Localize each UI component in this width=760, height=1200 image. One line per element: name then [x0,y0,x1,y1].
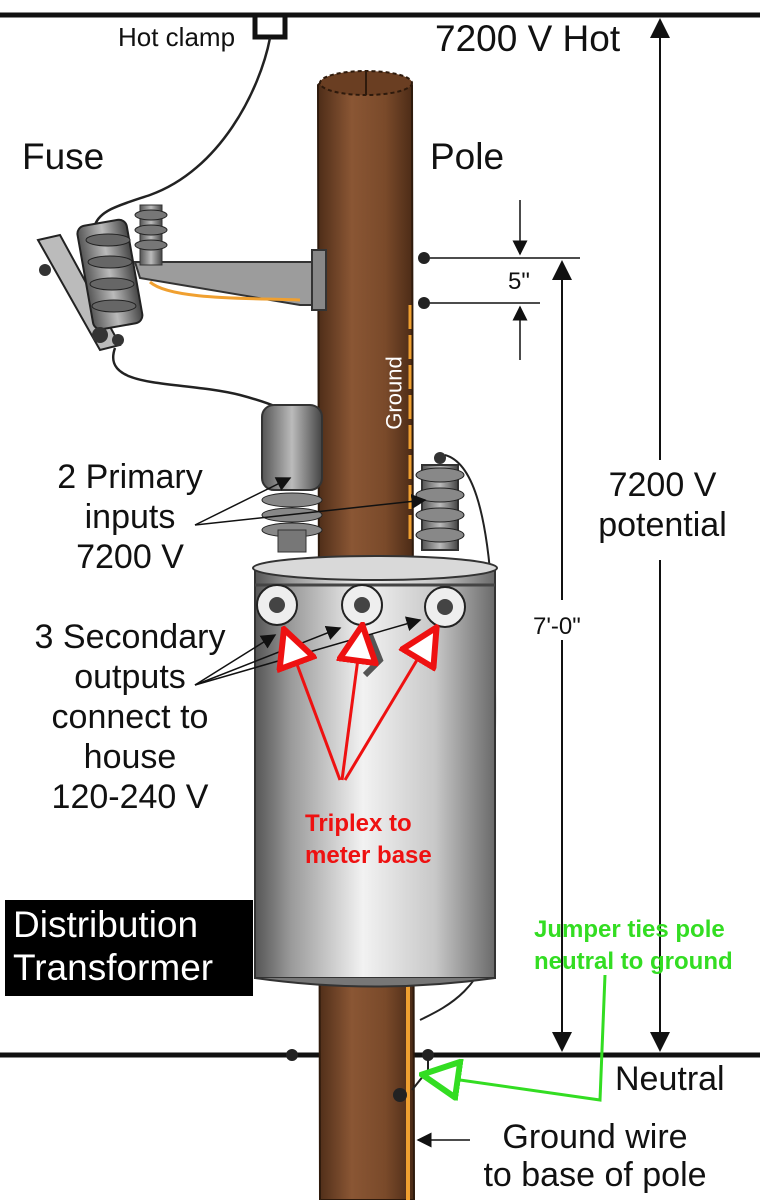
jumper-line-1: Jumper ties pole [534,916,725,943]
fuse-cutout [36,218,144,352]
triplex-arrow-3 [343,630,435,781]
hot-voltage-label: 7200 V Hot [435,18,621,59]
spacing-label: 5" [508,268,530,295]
secondary-line-1: 3 Secondary [34,618,226,656]
spacing-dimension [430,200,580,360]
secondary-line-2: outputs [74,658,186,696]
ground-label: Ground [381,356,407,430]
secondary-terminal-x3 [424,586,466,628]
transformer-title-line-2: Transformer [13,946,214,988]
neutral-label: Neutral [615,1060,725,1098]
hot-clamp [252,12,288,40]
jumper-line-2: neutral to ground [534,948,733,975]
secondary-leader-1 [194,634,277,686]
height-label: 7'-0" [530,615,584,639]
triplex-arrow-1 [285,632,342,781]
potential-line-2: potential [598,506,727,544]
triplex-arrow-2 [342,628,362,781]
bracket-plate [311,249,327,311]
pole-bolt-lower [418,297,430,309]
neutral-bolt-left [286,1049,298,1061]
ground-wire-line-1: Ground wire [502,1118,688,1156]
secondary-line-5: 120-240 V [51,778,209,816]
fuse-label: Fuse [22,136,105,177]
crossarm-bracket [133,261,321,306]
triplex-line-2: meter base [305,842,432,869]
ground-wire-line-2: to base of pole [483,1156,707,1194]
primary-bushing-left [261,404,323,553]
transformer-title-box: Distribution Transformer [5,900,253,996]
triplex-line-1: Triplex to [305,810,412,837]
transformer-tank [252,555,498,988]
ground-clamp [393,1088,407,1102]
primary-line-2: inputs [84,498,176,536]
post-insulator [134,204,168,266]
secondary-terminal-x1 [256,584,298,626]
primary-leader-1 [194,477,292,526]
hot-clamp-label: Hot clamp [118,22,236,52]
secondary-line-4: house [83,738,177,776]
transformer-title-line-1: Distribution [13,904,199,945]
hot-lead-wire [93,37,272,226]
potential-line-1: 7200 V [608,466,717,504]
secondary-line-3: connect to [51,698,209,736]
fuse-to-bushing-wire [111,347,291,416]
pole-bolt-upper [418,252,430,264]
orange-lead [148,280,301,302]
pole-label: Pole [430,136,505,177]
jumper-arrow [425,974,607,1102]
primary-leader-2 [194,494,427,526]
primary-line-3: 7200 V [76,538,184,576]
primary-bushing-right [415,452,465,551]
primary-line-1: 2 Primary [57,458,203,496]
